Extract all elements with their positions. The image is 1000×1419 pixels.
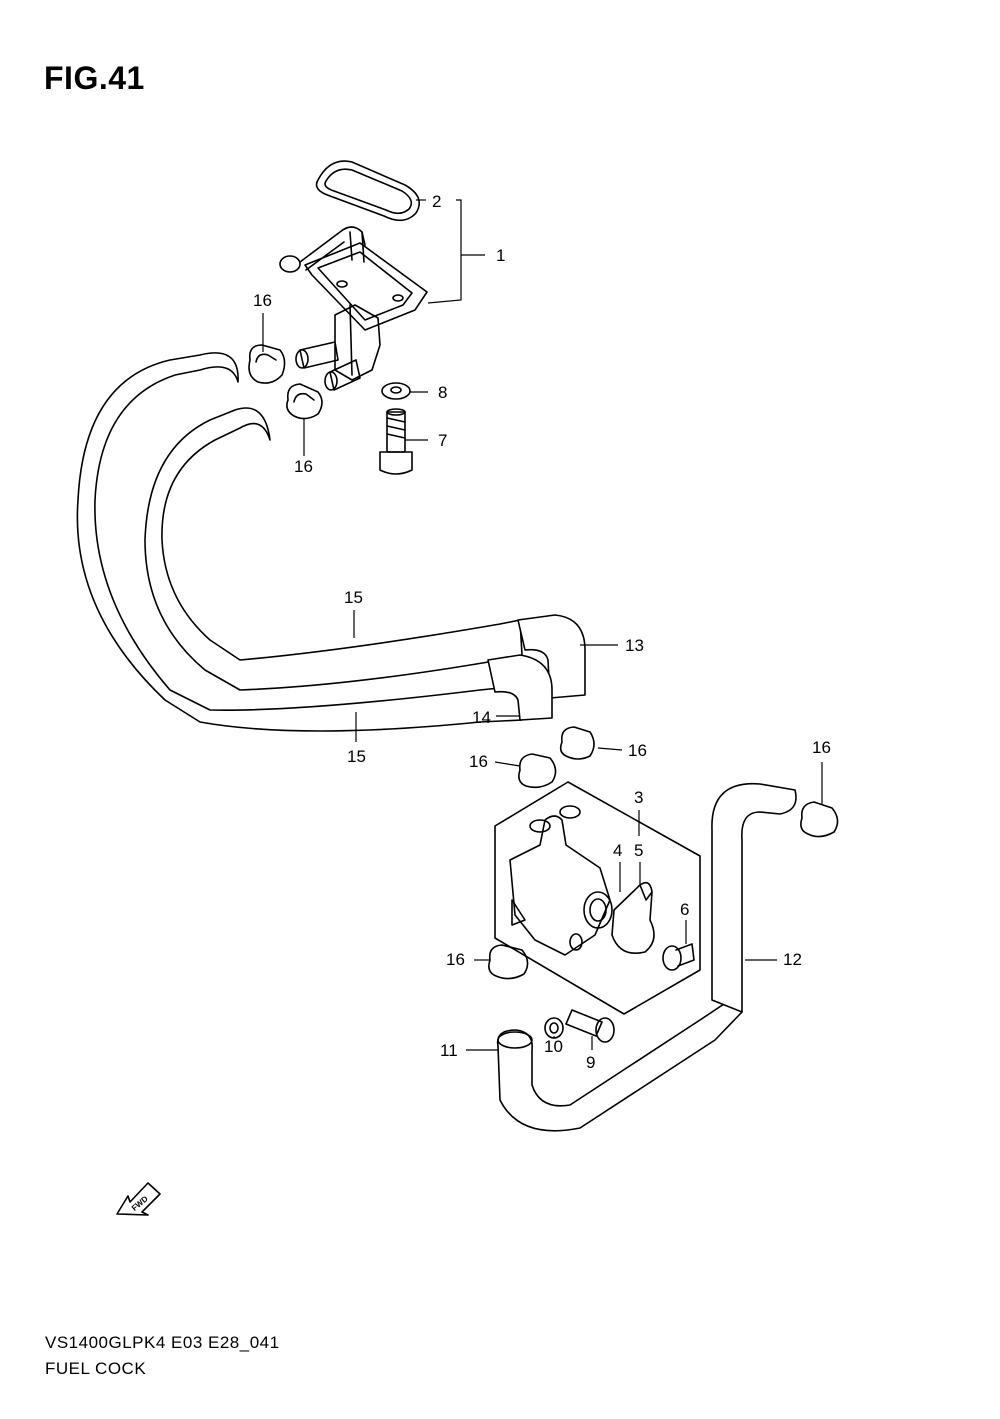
callout-2: 2 bbox=[432, 192, 441, 211]
screw-part-6 bbox=[662, 943, 695, 971]
callout-16-e: 16 bbox=[812, 738, 831, 757]
figure-title: FIG.41 bbox=[44, 60, 145, 96]
hose-part-12 bbox=[711, 782, 797, 1013]
callout-7: 7 bbox=[438, 431, 447, 450]
leader-lines bbox=[262, 199, 823, 1051]
callout-15-lower: 15 bbox=[347, 747, 366, 766]
callout-1: 1 bbox=[496, 246, 505, 265]
clamp-part-16-b bbox=[286, 383, 323, 420]
elbow-part-13 bbox=[517, 614, 586, 699]
upper-fuel-cock-part bbox=[279, 226, 428, 391]
callout-16-f: 16 bbox=[446, 950, 465, 969]
hose-part-11 bbox=[496, 999, 743, 1132]
bolt-part-7 bbox=[379, 408, 413, 475]
washer-part-8 bbox=[381, 382, 411, 400]
lever-part-5 bbox=[611, 881, 655, 954]
callout-9: 9 bbox=[586, 1053, 595, 1072]
callout-16-b: 16 bbox=[294, 457, 313, 476]
model-code: VS1400GLPK4 E03 E28_041 bbox=[45, 1333, 280, 1352]
washer-part-10 bbox=[544, 1017, 564, 1039]
hose-part-15-upper bbox=[76, 352, 523, 732]
bolt-part-9 bbox=[565, 1009, 615, 1043]
clamp-part-16-c bbox=[518, 753, 557, 789]
callout-8: 8 bbox=[438, 383, 447, 402]
callout-4: 4 bbox=[613, 841, 622, 860]
gasket-part bbox=[315, 160, 420, 222]
lower-fuel-cock-box-part-3 bbox=[494, 781, 701, 1015]
clamp-part-16-a bbox=[248, 344, 286, 384]
diagram-name: FUEL COCK bbox=[45, 1359, 147, 1378]
callout-3: 3 bbox=[634, 788, 643, 807]
callout-16-a: 16 bbox=[253, 291, 272, 310]
callout-14: 14 bbox=[472, 708, 491, 727]
callout-12: 12 bbox=[783, 950, 802, 969]
callout-10: 10 bbox=[544, 1037, 563, 1056]
hose-part-15-lower bbox=[144, 407, 523, 691]
fwd-arrow-icon: FWD bbox=[116, 1182, 161, 1216]
clamp-part-16-e bbox=[800, 801, 839, 838]
elbow-part-14 bbox=[487, 654, 553, 721]
callout-13: 13 bbox=[625, 636, 644, 655]
callout-5: 5 bbox=[634, 841, 643, 860]
callout-6: 6 bbox=[680, 900, 689, 919]
fwd-arrow-label: FWD bbox=[130, 1194, 150, 1213]
clamp-part-16-d bbox=[559, 726, 595, 760]
callout-15-upper: 15 bbox=[344, 588, 363, 607]
callout-16-c: 16 bbox=[469, 752, 488, 771]
clamp-part-16-f bbox=[488, 944, 529, 980]
callout-11: 11 bbox=[440, 1041, 458, 1060]
callout-16-d: 16 bbox=[628, 741, 647, 760]
